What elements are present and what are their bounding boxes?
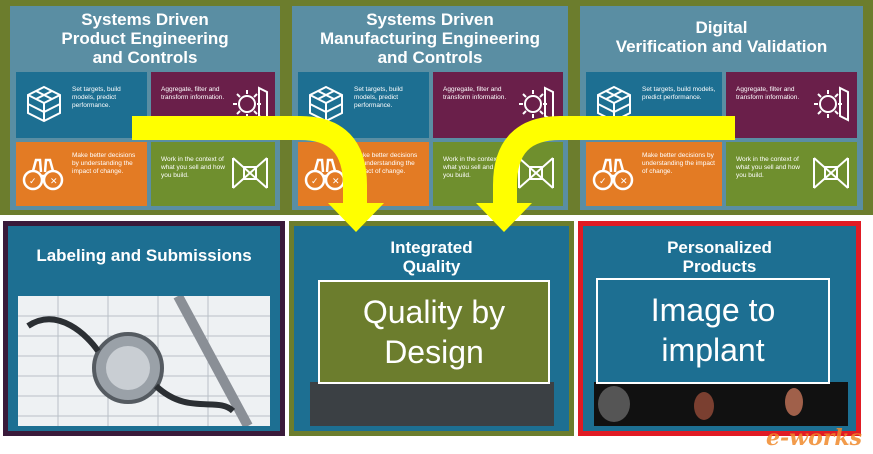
tile-teal: Set targets, build models, predict perfo… bbox=[16, 72, 147, 138]
column-title-verification-validation: Digital Verification and Validation bbox=[580, 18, 863, 68]
tile-orange: ✓✕ Make better decisions by understandin… bbox=[586, 142, 722, 206]
tile-text: Set targets, build models, predict perfo… bbox=[72, 86, 121, 109]
box-line: implant bbox=[661, 332, 765, 368]
svg-text:✓: ✓ bbox=[599, 177, 607, 187]
svg-text:✕: ✕ bbox=[332, 177, 340, 187]
cube-stack-icon bbox=[24, 84, 64, 124]
tile-green: Work in the context of what you sell and… bbox=[151, 142, 275, 206]
tile-purple: Aggregate, filter and transform informat… bbox=[433, 72, 563, 138]
tile-text: Make better decisions by understanding t… bbox=[72, 152, 136, 175]
svg-text:✓: ✓ bbox=[29, 177, 37, 187]
tile-text: Aggregate, filter and transform informat… bbox=[736, 86, 800, 101]
box-line: Design bbox=[384, 334, 484, 370]
binoculars-icon: ✓✕ bbox=[22, 154, 64, 194]
image-to-implant-box: Image to implant bbox=[596, 278, 830, 384]
panel-title-personalized-products: Personalized Products bbox=[583, 238, 856, 278]
quality-backdrop bbox=[310, 382, 554, 426]
gear-grid-icon bbox=[229, 84, 269, 124]
arrowhead-right bbox=[476, 203, 532, 232]
quality-by-design-box: Quality by Design bbox=[318, 280, 550, 384]
title-line: and Controls bbox=[377, 48, 483, 67]
tile-text: Aggregate, filter and transform informat… bbox=[161, 86, 225, 101]
svg-text:✕: ✕ bbox=[50, 177, 58, 187]
title-line: Integrated bbox=[390, 238, 473, 257]
panel-title-labeling: Labeling and Submissions bbox=[36, 246, 252, 265]
stethoscope-image bbox=[18, 296, 270, 426]
box-line: Quality by bbox=[362, 294, 506, 330]
arrow-right-to-quality bbox=[493, 116, 735, 203]
gear-grid-icon bbox=[810, 84, 850, 124]
title-line: Verification and Validation bbox=[615, 37, 828, 56]
title-line: Systems Driven bbox=[81, 10, 209, 29]
tile-text: Make better decisions by understanding t… bbox=[642, 152, 715, 175]
arrowhead-left bbox=[328, 203, 384, 232]
binoculars-icon: ✓✕ bbox=[592, 154, 634, 194]
column-title-product-engineering: Systems Driven Product Engineering and C… bbox=[10, 10, 280, 70]
network-icon bbox=[812, 154, 850, 192]
box-line: Image to bbox=[650, 292, 776, 328]
arrow-left-to-quality bbox=[132, 116, 367, 203]
title-line: Digital bbox=[695, 18, 748, 37]
title-line: Systems Driven bbox=[366, 10, 494, 29]
tile-text: Work in the context of what you sell and… bbox=[161, 156, 225, 179]
tile-text: Make better decisions by understanding t… bbox=[354, 152, 418, 175]
title-line: and Controls bbox=[92, 48, 198, 67]
title-line: Products bbox=[682, 257, 757, 276]
imaging-backdrop bbox=[594, 382, 848, 426]
panel-title-integrated-quality: Integrated Quality bbox=[294, 238, 569, 278]
title-line: Product Engineering bbox=[61, 29, 229, 48]
tile-text: Aggregate, filter and transform informat… bbox=[443, 86, 507, 101]
svg-text:✕: ✕ bbox=[620, 177, 628, 187]
watermark-logo: e-works bbox=[766, 425, 862, 451]
title-line: Manufacturing Engineering bbox=[319, 29, 541, 48]
tile-text: Set targets, build models, predict perfo… bbox=[642, 86, 716, 101]
tile-text: Work in the context of what you sell and… bbox=[443, 156, 507, 179]
title-line: Quality bbox=[402, 257, 461, 276]
network-icon bbox=[231, 154, 269, 192]
tile-text: Work in the context of what you sell and… bbox=[736, 156, 800, 179]
tile-text: Set targets, build models, predict perfo… bbox=[354, 86, 403, 109]
title-line: Personalized bbox=[667, 238, 772, 257]
svg-text:✓: ✓ bbox=[311, 177, 319, 187]
tile-green: Work in the context of what you sell and… bbox=[726, 142, 857, 206]
network-icon bbox=[517, 154, 555, 192]
tile-orange: ✓✕ Make better decisions by understandin… bbox=[16, 142, 147, 206]
tile-purple: Aggregate, filter and transform informat… bbox=[726, 72, 857, 138]
column-title-manufacturing-engineering: Systems Driven Manufacturing Engineering… bbox=[292, 10, 568, 70]
